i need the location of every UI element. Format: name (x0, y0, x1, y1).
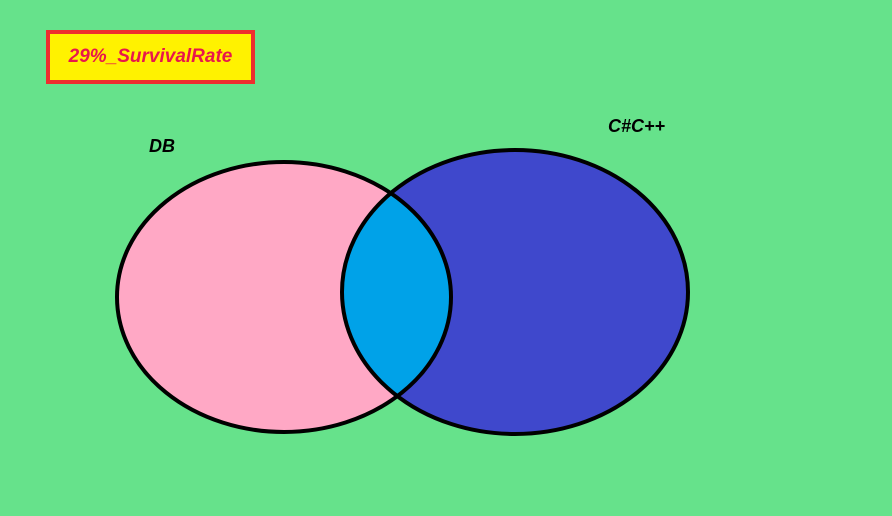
set-label-db: DB (149, 136, 175, 156)
outline-db (115, 160, 453, 434)
diagram-title: 29%_SurvivalRate (68, 46, 233, 67)
set-label-csharp-cpp: C#C++ (608, 116, 666, 136)
outline-csharp-cpp (340, 148, 690, 436)
title-box: 29%_SurvivalRate (46, 30, 255, 84)
